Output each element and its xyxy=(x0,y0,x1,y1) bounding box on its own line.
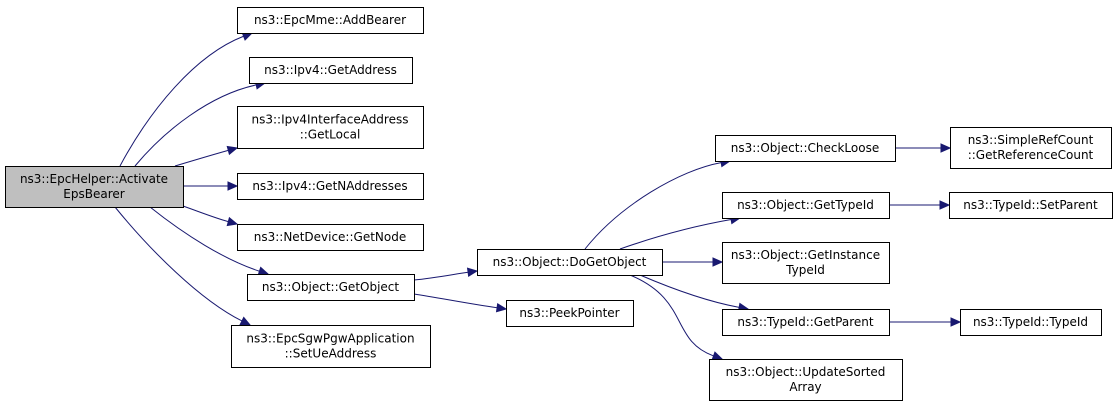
node-box xyxy=(722,309,890,336)
node-checkloose[interactable]: ns3::Object::CheckLoose xyxy=(715,135,896,162)
arrowhead-icon xyxy=(239,316,252,326)
edge-dogetobject-checkloose xyxy=(584,157,732,250)
edge-line xyxy=(619,219,732,250)
arrowhead-icon xyxy=(711,351,724,361)
edge-line xyxy=(629,274,714,357)
node-label: ::GetLocal xyxy=(300,128,361,142)
node-dogetobject[interactable]: ns3::Object::DoGetObject xyxy=(477,249,663,276)
node-label: ns3::Object::GetObject xyxy=(262,280,400,294)
node-box xyxy=(477,249,663,276)
edge-getobject-dogetobject xyxy=(413,267,479,281)
node-label: ns3::TypeId::TypeId xyxy=(973,315,1088,329)
edge-line xyxy=(174,149,229,167)
node-label: ns3::Object::DoGetObject xyxy=(493,255,647,269)
node-label: ns3::Ipv4::GetAddress xyxy=(264,63,397,77)
node-label: ns3::NetDevice::GetNode xyxy=(254,230,406,244)
node-label: ns3::SimpleRefCount xyxy=(968,133,1094,147)
node-label: EpsBearer xyxy=(63,187,124,201)
node-label: ns3::TypeId::GetParent xyxy=(737,315,873,329)
arrowhead-icon xyxy=(950,317,962,327)
arrowhead-icon xyxy=(257,266,270,276)
edge-line xyxy=(182,205,229,223)
node-box xyxy=(237,106,424,149)
node-getreferencecount[interactable]: ns3::SimpleRefCount::GetReferenceCount xyxy=(950,127,1112,169)
node-box xyxy=(237,224,424,251)
edge-dogetobject-getinstancetypeid xyxy=(662,257,724,267)
node-label: ns3::EpcSgwPgwApplication xyxy=(246,332,414,346)
node-box xyxy=(247,274,415,301)
node-setparent[interactable]: ns3::TypeId::SetParent xyxy=(949,192,1113,219)
node-box xyxy=(722,192,890,219)
node-label: ns3::Object::CheckLoose xyxy=(731,141,879,155)
arrowhead-icon xyxy=(939,200,951,210)
node-box xyxy=(237,7,424,34)
edge-checkloose-getreferencecount xyxy=(895,143,952,153)
edge-line xyxy=(134,84,257,167)
arrowhead-icon xyxy=(712,257,724,267)
node-label: TypeId xyxy=(785,263,825,277)
arrowhead-icon xyxy=(940,143,952,153)
edge-line xyxy=(413,293,498,309)
node-setueaddress[interactable]: ns3::EpcSgwPgwApplication::SetUeAddress xyxy=(231,325,431,368)
node-box xyxy=(715,135,896,162)
node-box xyxy=(722,242,890,284)
node-gettypeid[interactable]: ns3::Object::GetTypeId xyxy=(722,192,890,219)
node-peekpointer[interactable]: ns3::PeekPointer xyxy=(506,300,634,327)
node-getobject[interactable]: ns3::Object::GetObject xyxy=(247,274,415,301)
edge-getparent-typeid xyxy=(889,317,962,327)
node-getnaddresses[interactable]: ns3::Ipv4::GetNAddresses xyxy=(237,173,424,200)
edge-root-setueaddress xyxy=(114,206,252,326)
edge-line xyxy=(413,271,469,281)
edge-root-getnaddresses xyxy=(183,181,239,191)
arrowhead-icon xyxy=(466,267,479,278)
node-box xyxy=(949,192,1113,219)
node-box xyxy=(249,57,413,84)
node-label: ns3::Ipv4InterfaceAddress xyxy=(252,113,409,127)
node-label: ns3::TypeId::SetParent xyxy=(963,198,1098,212)
arrowhead-icon xyxy=(226,145,239,156)
node-label: ns3::EpcMme::AddBearer xyxy=(254,13,406,27)
edge-root-getlocal xyxy=(174,145,239,167)
arrowhead-icon xyxy=(227,181,239,191)
node-box xyxy=(950,127,1112,169)
node-box xyxy=(506,300,634,327)
node-label: Array xyxy=(789,380,821,394)
arrowhead-icon xyxy=(226,216,239,227)
node-getnode[interactable]: ns3::NetDevice::GetNode xyxy=(237,224,424,251)
edge-getobject-peekpointer xyxy=(413,293,508,313)
edge-line xyxy=(639,274,740,308)
node-addbearer[interactable]: ns3::EpcMme::AddBearer xyxy=(237,7,424,34)
edge-line xyxy=(119,35,244,167)
edge-line xyxy=(584,162,722,250)
node-box xyxy=(960,309,1102,336)
node-label: ns3::PeekPointer xyxy=(519,306,619,320)
node-label: ns3::EpcHelper::Activate xyxy=(20,172,168,186)
node-label: ns3::Object::UpdateSorted xyxy=(726,365,886,379)
node-getlocal[interactable]: ns3::Ipv4InterfaceAddress::GetLocal xyxy=(237,106,424,149)
edge-line xyxy=(149,206,260,272)
edge-root-getnode xyxy=(182,205,239,227)
edge-root-addbearer xyxy=(119,31,254,167)
node-getaddress[interactable]: ns3::Ipv4::GetAddress xyxy=(249,57,413,84)
node-label: ns3::Object::GetInstance xyxy=(731,248,880,262)
node-label: ns3::Object::GetTypeId xyxy=(737,198,874,212)
node-typeid[interactable]: ns3::TypeId::TypeId xyxy=(960,309,1102,336)
node-box xyxy=(709,359,903,401)
edge-dogetobject-updatesortedarray xyxy=(629,274,724,361)
node-label: ::GetReferenceCount xyxy=(968,148,1094,162)
node-label: ::SetUeAddress xyxy=(285,347,377,361)
node-box xyxy=(237,173,424,200)
node-label: ns3::Ipv4::GetNAddresses xyxy=(252,179,407,193)
node-getparent[interactable]: ns3::TypeId::GetParent xyxy=(722,309,890,336)
edge-line xyxy=(114,206,243,322)
edge-gettypeid-setparent xyxy=(889,200,951,210)
arrowhead-icon xyxy=(495,302,508,313)
node-box xyxy=(5,166,184,208)
nodes-layer: ns3::EpcHelper::ActivateEpsBearerns3::Ep… xyxy=(5,7,1113,401)
node-box xyxy=(231,325,431,368)
